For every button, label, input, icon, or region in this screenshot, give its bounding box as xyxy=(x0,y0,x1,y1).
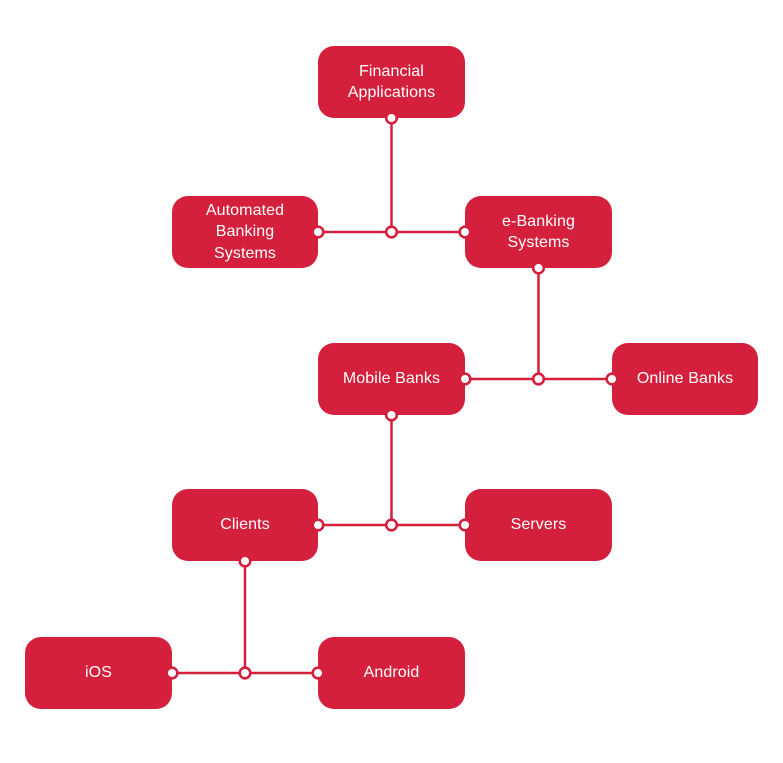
node-e-banking-systems: e-Banking Systems xyxy=(465,196,612,268)
node-clients: Clients xyxy=(172,489,318,561)
node-automated-banking-systems: Automated Banking Systems xyxy=(172,196,318,268)
connector-dot xyxy=(238,666,252,680)
node-android: Android xyxy=(318,637,465,709)
node-label: Mobile Banks xyxy=(342,370,441,388)
node-label: iOS xyxy=(85,664,112,682)
node-label: e-Banking Systems xyxy=(502,212,575,251)
node-label: Servers xyxy=(510,516,567,534)
connector-dot xyxy=(384,225,399,239)
node-mobile-banks: Mobile Banks xyxy=(318,343,465,415)
connector-dot xyxy=(384,518,399,532)
node-servers: Servers xyxy=(465,489,612,561)
node-label: Automated Banking Systems xyxy=(205,202,285,262)
node-ios: iOS xyxy=(25,637,172,709)
node-label: Online Banks xyxy=(636,370,734,388)
node-label: Clients xyxy=(220,516,270,534)
connector-dot xyxy=(531,372,546,386)
node-financial-applications: Financial Applications xyxy=(318,46,465,118)
node-online-banks: Online Banks xyxy=(612,343,758,415)
node-label: Android xyxy=(363,664,420,682)
node-label: Financial Applications xyxy=(347,62,436,101)
